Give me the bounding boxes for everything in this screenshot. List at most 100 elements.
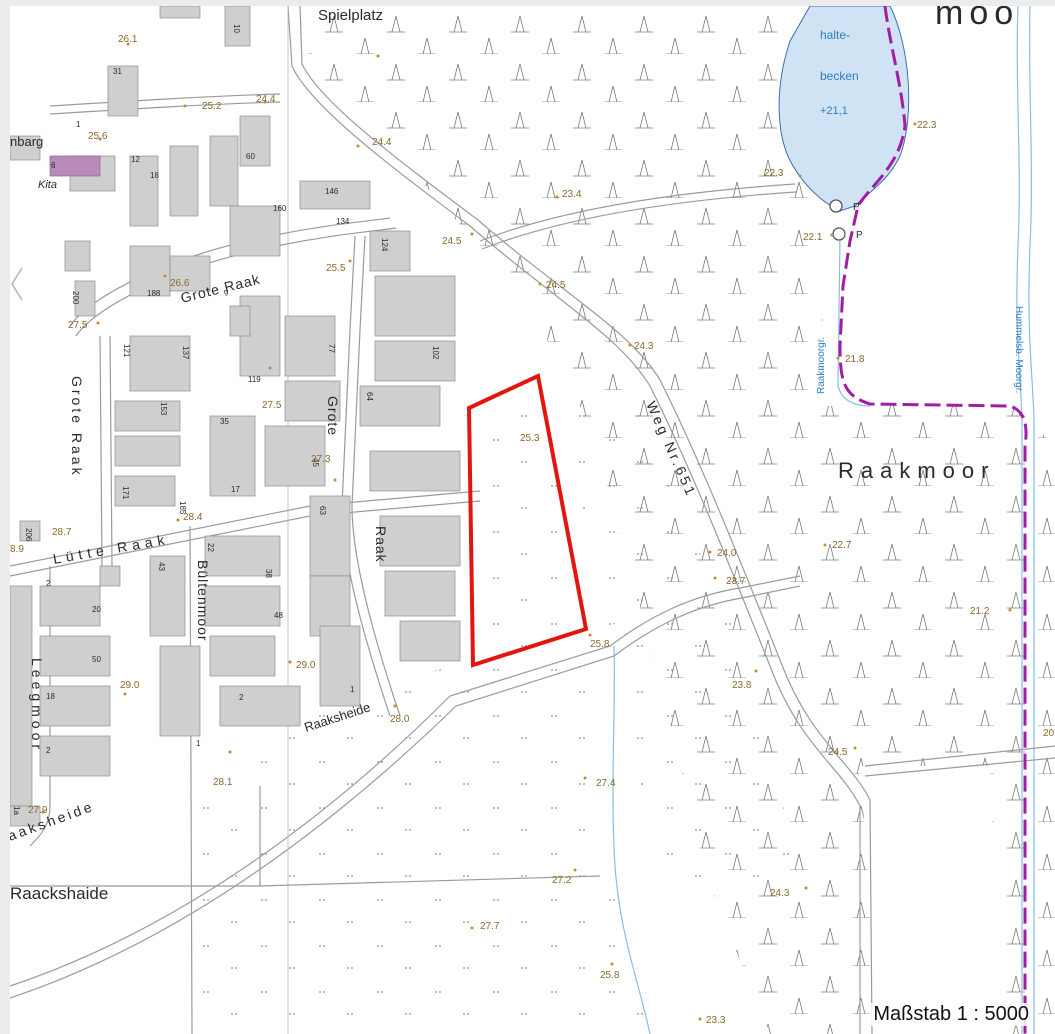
svg-text:18: 18 [150, 171, 159, 180]
svg-text:77: 77 [327, 344, 336, 353]
kita-label: Kita [38, 179, 57, 191]
svg-text:22.3: 22.3 [917, 120, 937, 131]
raackshaide-label: Raackshaide [10, 884, 108, 903]
svg-text:22: 22 [206, 543, 215, 552]
stream-hummelsb: Hummelsb. Moorgr. [1013, 306, 1024, 393]
project-parcel-outline[interactable] [466, 373, 589, 668]
svg-text:27.5: 27.5 [262, 400, 282, 411]
svg-text:28.4: 28.4 [183, 512, 203, 523]
svg-text:102: 102 [431, 346, 440, 360]
svg-text:43: 43 [157, 562, 166, 571]
svg-text:2: 2 [46, 579, 51, 588]
svg-text:64: 64 [365, 392, 374, 401]
svg-text:28.7: 28.7 [52, 527, 72, 538]
svg-text:1: 1 [76, 120, 81, 129]
becken-label-1: halte- [820, 28, 850, 42]
moor-top-label: moo [935, 6, 1019, 32]
meadow-dots [200, 378, 810, 1034]
spielplatz-label: Spielplatz [318, 7, 383, 24]
svg-text:27.7: 27.7 [480, 921, 500, 932]
svg-text:12: 12 [131, 155, 140, 164]
svg-text:23.4: 23.4 [562, 189, 582, 200]
svg-text:20: 20 [92, 605, 101, 614]
svg-text:1: 1 [350, 685, 355, 694]
svg-text:24.4: 24.4 [256, 94, 276, 105]
parking-icon: P P [829, 199, 863, 241]
svg-text:206: 206 [24, 528, 33, 542]
svg-text:27.9: 27.9 [28, 805, 48, 816]
street-leegmoor: Leegmoor [29, 658, 45, 753]
svg-text:23.7: 23.7 [726, 576, 746, 587]
svg-text:171: 171 [121, 486, 130, 500]
svg-text:48: 48 [274, 611, 283, 620]
svg-text:25.2: 25.2 [202, 101, 222, 112]
svg-text:24.5: 24.5 [546, 280, 566, 291]
svg-text:25.8: 25.8 [600, 970, 620, 981]
svg-text:18: 18 [46, 692, 55, 701]
buildings [10, 6, 461, 827]
streams [612, 6, 1035, 1034]
svg-text:P: P [856, 230, 863, 241]
svg-text:26.1: 26.1 [118, 34, 138, 45]
svg-text:28.0: 28.0 [390, 714, 410, 725]
svg-text:P: P [853, 202, 860, 213]
svg-text:188: 188 [147, 289, 161, 298]
svg-text:45: 45 [311, 458, 320, 467]
svg-text:121: 121 [122, 344, 131, 358]
svg-text:24.4: 24.4 [372, 137, 392, 148]
svg-text:17: 17 [231, 485, 240, 494]
svg-text:8.9: 8.9 [10, 544, 24, 555]
elevation-labels: 26.1 25.2 24.4 25.6 24.4 22.3 22.3 23.4 … [10, 34, 1055, 1026]
scale-label: Maßstab 1 : 5000 [869, 1003, 1033, 1026]
svg-text:29.0: 29.0 [296, 660, 316, 671]
svg-text:29.0: 29.0 [120, 680, 140, 691]
svg-text:21.2: 21.2 [970, 606, 990, 617]
svg-text:22.3: 22.3 [764, 168, 784, 179]
svg-text:60: 60 [246, 152, 255, 161]
svg-text:38: 38 [264, 569, 273, 578]
svg-text:27.4: 27.4 [596, 778, 616, 789]
street-barg: nbarg [10, 134, 43, 149]
svg-text:2: 2 [239, 693, 244, 702]
becken-label-2: becken [820, 69, 859, 83]
raakmoor-label: Raakmoor [838, 458, 995, 483]
svg-text:146: 146 [325, 187, 339, 196]
chevron-left-icon[interactable] [11, 267, 23, 301]
svg-text:160: 160 [273, 204, 287, 213]
svg-text:50: 50 [92, 655, 101, 664]
svg-text:20.: 20. [1043, 728, 1055, 739]
svg-text:9: 9 [223, 288, 231, 298]
svg-text:185: 185 [178, 501, 187, 515]
svg-text:21.8: 21.8 [845, 354, 865, 365]
svg-text:27.2: 27.2 [552, 875, 572, 886]
elevation-points [41, 42, 1012, 1021]
svg-text:24.3: 24.3 [770, 888, 790, 899]
svg-text:124: 124 [380, 238, 389, 252]
kita-building [49, 155, 101, 177]
topographic-map: P P Spielplatz moo K [10, 6, 1055, 1034]
svg-text:23.8: 23.8 [732, 680, 752, 691]
svg-text:24.0: 24.0 [717, 548, 737, 559]
svg-text:134: 134 [336, 217, 350, 226]
svg-text:10: 10 [232, 24, 241, 33]
svg-text:6: 6 [51, 161, 56, 170]
svg-text:26.6: 26.6 [170, 278, 190, 289]
street-raak-mid: Raak [373, 526, 389, 563]
svg-text:24.3: 24.3 [634, 341, 654, 352]
svg-text:2: 2 [46, 746, 51, 755]
svg-text:23.3: 23.3 [706, 1015, 726, 1026]
street-grote-raak-vert: Grote Raak [69, 376, 85, 478]
water-level-label: +21,1 [820, 105, 848, 117]
svg-text:1a: 1a [12, 806, 21, 815]
svg-text:153: 153 [159, 402, 168, 416]
svg-text:27.5: 27.5 [68, 320, 88, 331]
house-numbers: 10 31 1 12 18 60 6 146 134 160 124 9 188… [12, 24, 440, 815]
street-grote-mid: Grote [325, 396, 341, 436]
svg-text:137: 137 [181, 346, 190, 360]
svg-text:22.1: 22.1 [803, 232, 823, 243]
svg-text:25.3: 25.3 [520, 433, 540, 444]
svg-text:24.5: 24.5 [442, 236, 462, 247]
stream-raakmoorgr: Raakmoorgr. [816, 337, 827, 394]
svg-text:119: 119 [248, 375, 261, 384]
